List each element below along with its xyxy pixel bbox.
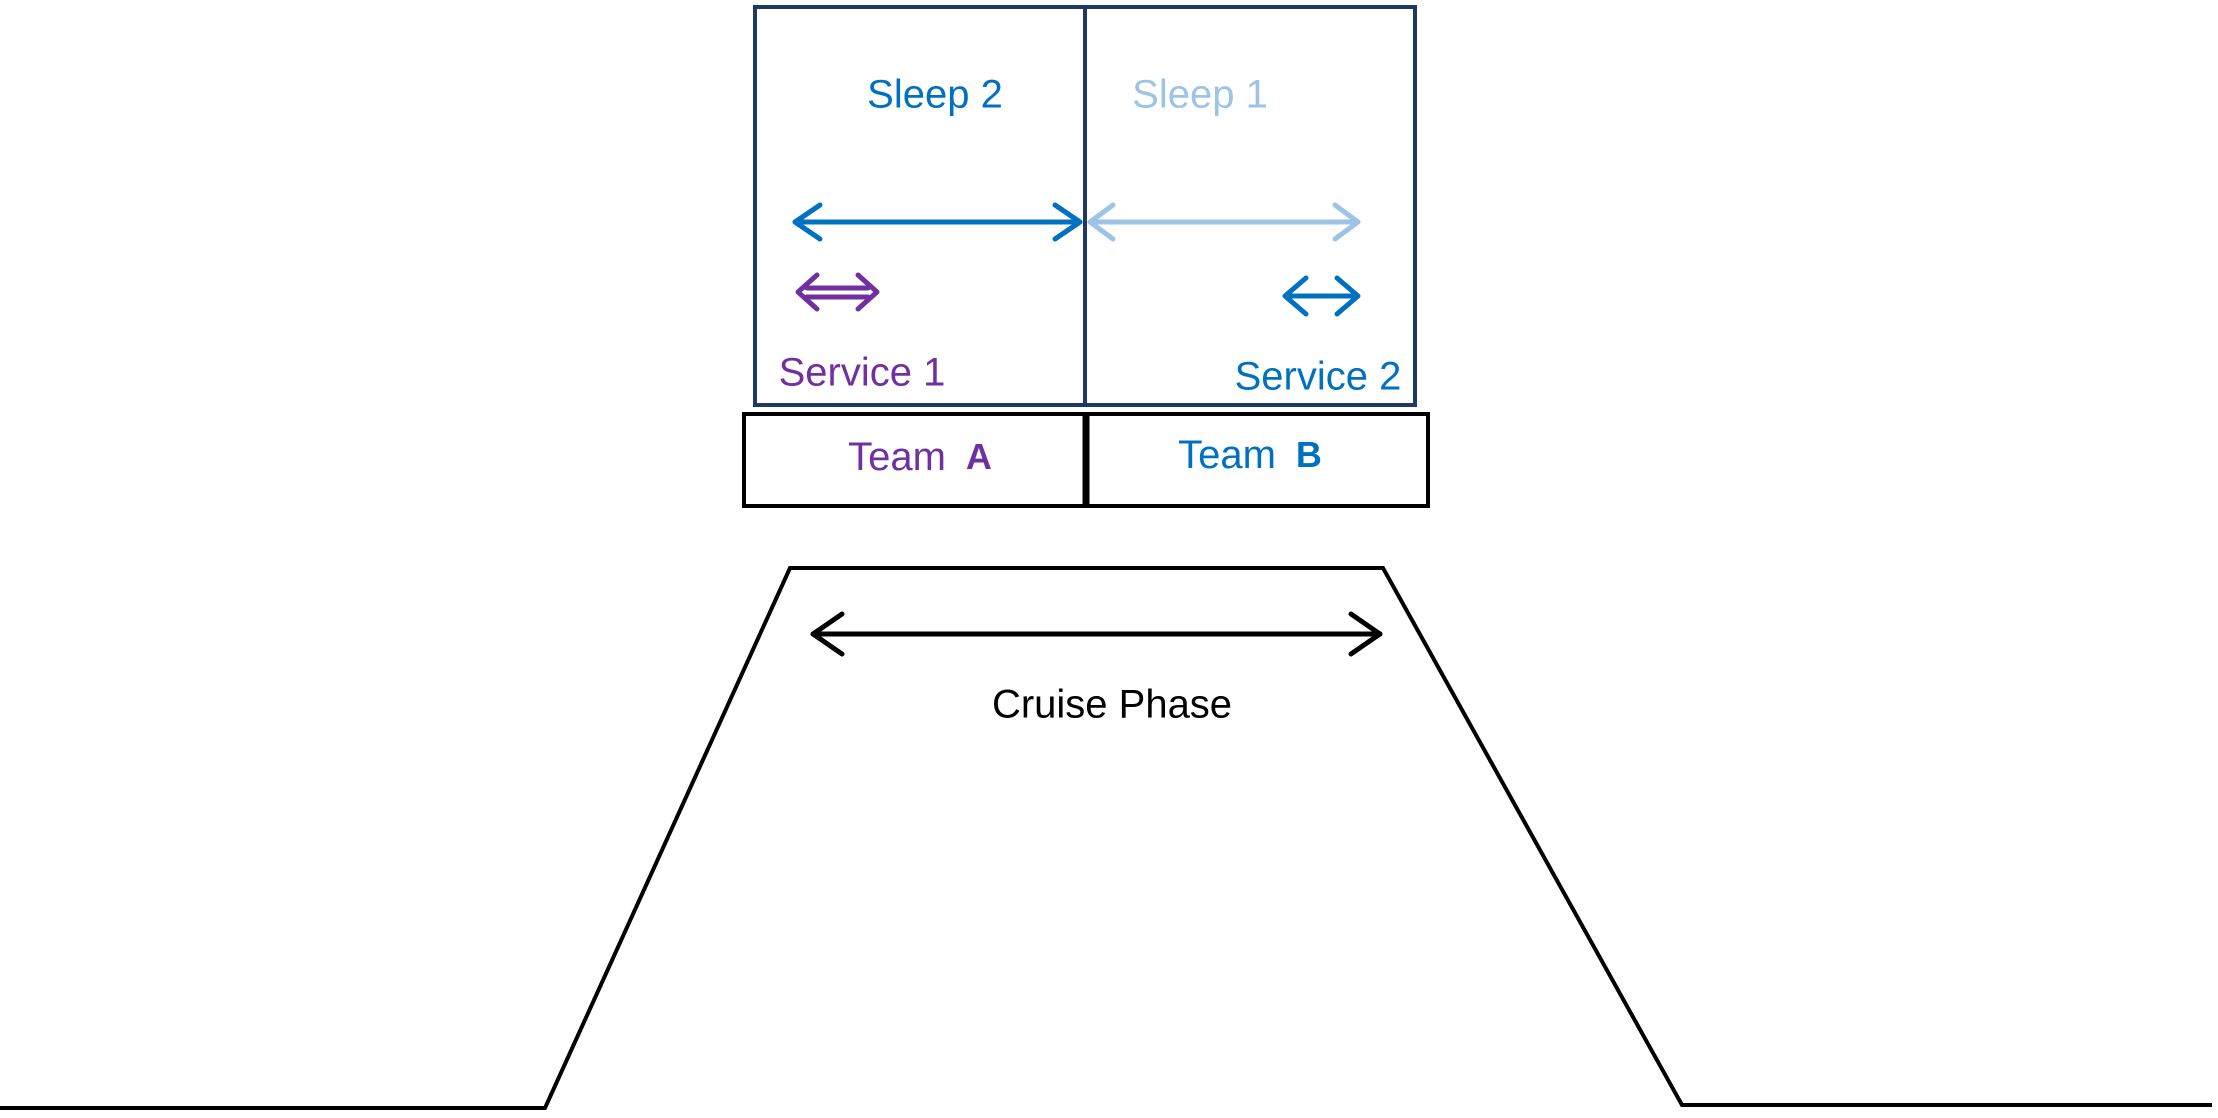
sleep-1-double-arrow [1087,202,1361,242]
sleep-1-label: Sleep 1 [1132,73,1268,117]
service-1-double-arrow [795,272,880,312]
cruise-phase-label: Cruise Phase [992,683,1232,727]
rest-schedule-box [753,5,1417,407]
cruise-phase-double-arrow [810,611,1383,657]
sleep-2-label: Sleep 2 [867,73,1003,117]
team-boxes [742,412,1430,508]
team-b-letter: B [1296,434,1322,475]
service-1-label: Service 1 [779,351,946,395]
service-2-label: Service 2 [1235,355,1402,399]
sleep-2-double-arrow [792,202,1083,242]
team-a-word: Team [848,435,946,479]
team-a-letter: A [966,436,992,477]
team-b-label: Team B [1178,433,1322,477]
team-a-label: Team A [848,435,992,479]
team-b-word: Team [1178,433,1276,477]
service-2-double-arrow [1282,275,1361,317]
flight-profile-line [0,566,2212,1110]
